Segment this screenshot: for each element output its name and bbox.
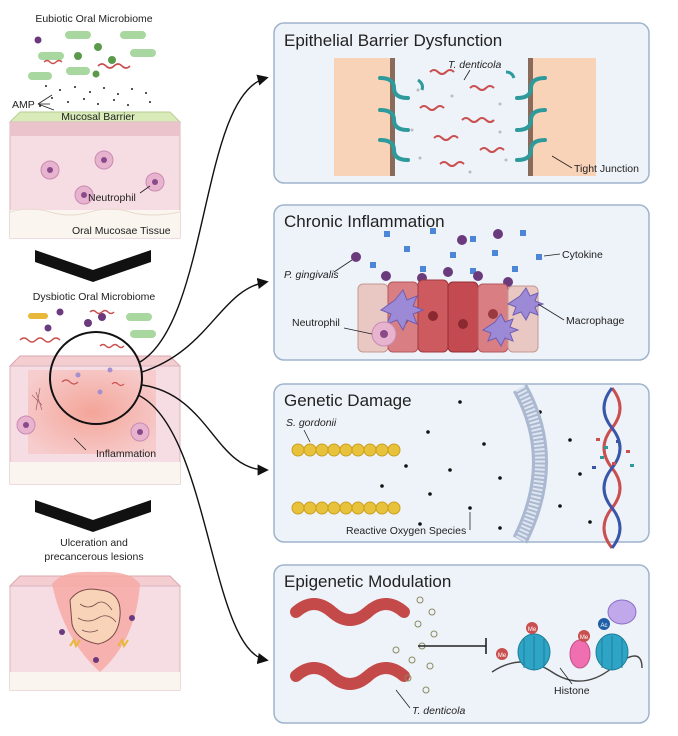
dna-helix: [602, 387, 622, 549]
zoom-circle: [49, 331, 143, 425]
ros-dots: [380, 400, 592, 530]
oral-mucosae-label: Oral Mucosae Tissue: [72, 225, 171, 237]
dysbiotic-title: Dysbiotic Oral Microbiome: [33, 291, 156, 303]
lesion-tissue-block: [8, 571, 182, 691]
tight-junction-label: Tight Junction: [574, 163, 639, 175]
ulceration-line1: Ulceration and: [60, 537, 128, 549]
s-gordonii-chains: [291, 443, 401, 515]
panel-title: Chronic Inflammation: [284, 212, 445, 231]
panel-chronic-inflammation: Chronic Inflammation: [273, 204, 650, 361]
spirochetes: [419, 69, 505, 167]
dysbiotic-bacteria: [19, 308, 156, 349]
dna-fragments: [592, 438, 634, 469]
me-mark-label: Me: [528, 627, 537, 633]
panel-title: Epigenetic Modulation: [284, 572, 451, 591]
t-denticola-bodies: [290, 598, 410, 690]
ac-mark-label: Ac: [600, 623, 607, 629]
p-gingivalis-cells: [351, 229, 513, 287]
panel-epigenetic-modulation: Epigenetic Modulation: [273, 564, 650, 724]
chevron-down-icon: [35, 250, 151, 282]
macrophages: [379, 287, 545, 348]
mucosal-barrier-label: Mucosal Barrier: [61, 111, 135, 123]
amp-dots: [39, 85, 151, 107]
t-denticola-label-2: T. denticola: [412, 705, 465, 717]
macrophage-label: Macrophage: [566, 315, 625, 327]
amp-label: AMP: [12, 99, 35, 111]
inflammation-label: Inflammation: [96, 448, 156, 460]
panel-title: Genetic Damage: [284, 391, 412, 410]
cytokines: [370, 228, 542, 274]
neutrophil-label: Neutrophil: [292, 317, 340, 329]
panel-epithelial-barrier: Epithelial Barrier Dysfunction: [273, 22, 650, 184]
healthy-tissue-block: [8, 111, 182, 239]
nucleosomes: [517, 599, 637, 671]
me-mark-label: Me: [498, 653, 507, 659]
neutrophil-label-left: Neutrophil: [88, 192, 136, 204]
methyl-marks: Me Me Me Ac: [496, 618, 610, 660]
panel-title: Epithelial Barrier Dysfunction: [284, 31, 502, 50]
panel-genetic-damage: Genetic Damage S. go: [273, 383, 650, 549]
left-column: Eubiotic Oral Microbiome AMP: [8, 13, 182, 691]
ulceration-line2: precancerous lesions: [44, 551, 143, 563]
histone-label: Histone: [554, 685, 590, 697]
zoom-circle-contents: [61, 367, 125, 395]
ros-label: Reactive Oxygen Species: [346, 525, 466, 537]
tight-junctions: [378, 76, 547, 162]
small-particles: [410, 88, 508, 174]
s-gordonii-label: S. gordonii: [286, 417, 337, 429]
p-gingivalis-label: P. gingivalis: [284, 269, 339, 281]
cytokine-label: Cytokine: [562, 249, 603, 261]
eubiotic-title: Eubiotic Oral Microbiome: [35, 13, 152, 25]
eubiotic-bacteria: [28, 31, 156, 80]
chevron-down-icon: [35, 500, 151, 532]
me-mark-label: Me: [580, 635, 589, 641]
t-denticola-label-1: T. denticola: [448, 59, 501, 71]
connector-arrows: [137, 74, 269, 665]
inflamed-tissue-block: [8, 355, 182, 485]
